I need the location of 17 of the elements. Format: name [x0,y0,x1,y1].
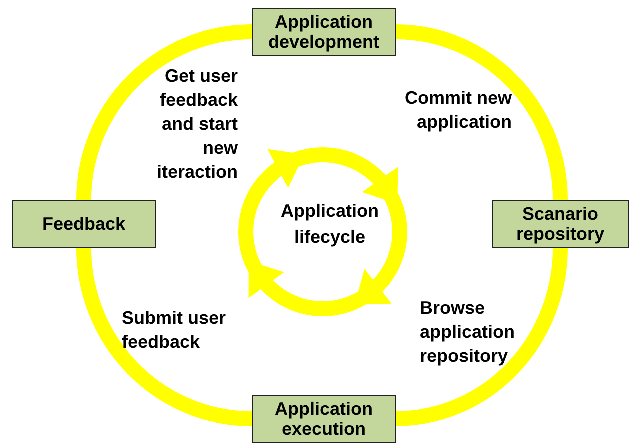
process-box [492,200,629,248]
process-box [12,200,156,248]
node-text: Feedback [42,214,126,234]
edge-label: Get user feedback and start new iteraction [156,65,238,184]
connector-arc [76,24,252,200]
connector-arc [76,248,252,426]
node-text: Application execution [274,399,374,439]
process-box [252,8,396,56]
node-text: Application development [267,12,381,52]
edge-label: Submit user feedback [122,307,228,354]
connector-arc [396,24,568,200]
connector-arc [396,248,568,426]
node-text: Scanario repository [515,204,606,244]
edge-label: Commit new application [404,87,512,134]
center-label: Application lifecycle [280,200,380,249]
edge-label: Browse application repository [420,297,516,368]
process-box [252,395,396,443]
